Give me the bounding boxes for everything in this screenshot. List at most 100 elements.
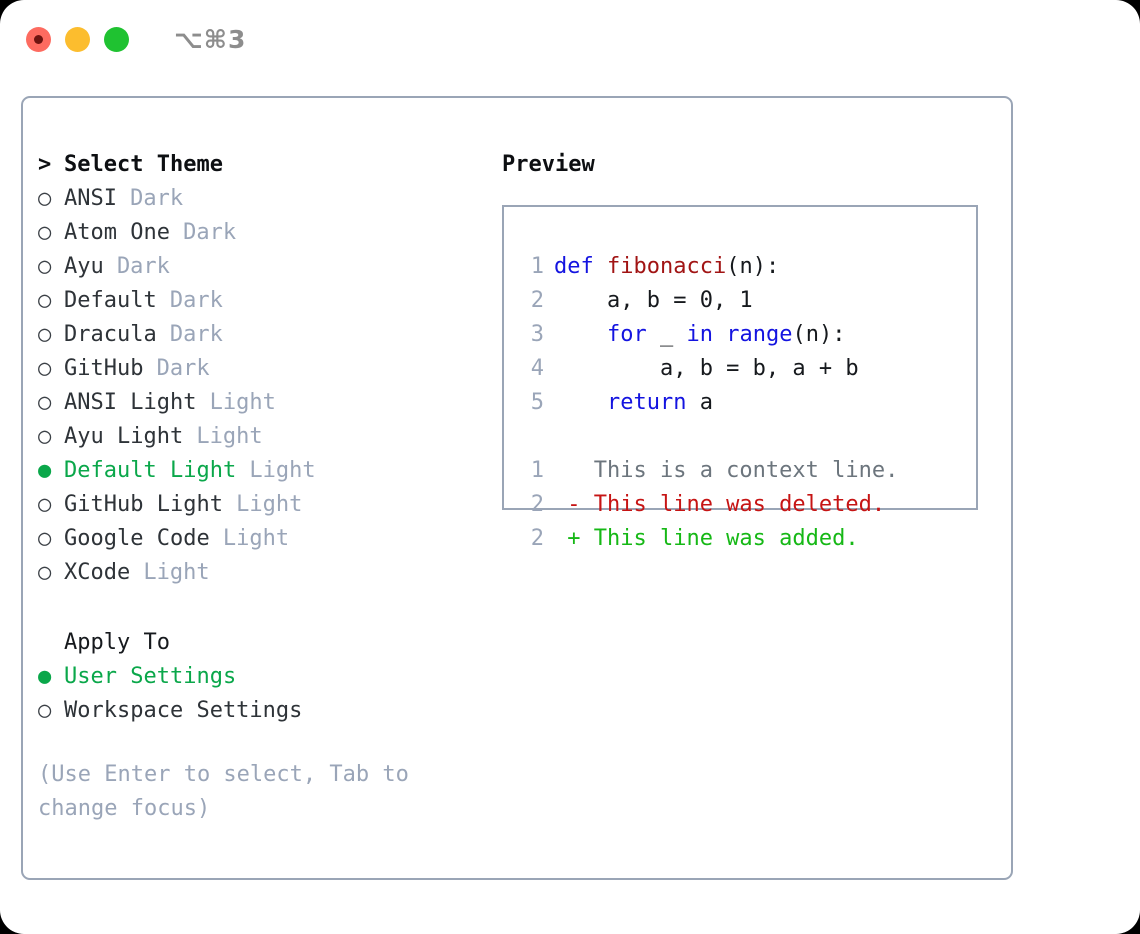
cursor-caret-icon: > [38, 152, 52, 177]
diff-line: 1 This is a context line. [518, 454, 899, 488]
code-token [713, 322, 726, 347]
theme-name-label: XCode [64, 560, 131, 585]
theme-variant-tag: Dark [169, 288, 223, 313]
select-theme-header: > Select Theme [38, 148, 488, 182]
code-line-number: 3 [530, 322, 544, 347]
diff-line-group: 1 This is a context line.2 - This line w… [518, 454, 899, 556]
code-line: 4 a, b = b, a + b [518, 352, 898, 386]
radio-unselected-icon: ○ [38, 698, 52, 723]
maximize-window-button[interactable] [104, 26, 129, 52]
theme-name-label: GitHub Light [64, 492, 223, 517]
radio-unselected-icon: ○ [38, 186, 52, 211]
code-token: a, b = b, a + b [554, 356, 859, 381]
theme-name-label: Default Light [64, 458, 237, 483]
diff-line: 2 + This line was added. [518, 522, 898, 556]
radio-unselected-icon: ○ [38, 424, 52, 449]
keyboard-hint: (Use Enter to select, Tab to change focu… [38, 758, 438, 826]
code-line: 5 return a [518, 386, 898, 420]
theme-list-item[interactable]: ○ Ayu Light Light [38, 420, 488, 454]
code-blank-line [518, 420, 898, 454]
theme-variant-tag: Light [196, 424, 263, 449]
theme-name-label: GitHub [64, 356, 144, 381]
diff-line-text: - This line was deleted. [554, 492, 886, 517]
apply-to-option[interactable]: ●User Settings [38, 660, 488, 694]
theme-name-label: Google Code [64, 526, 210, 551]
diff-line-number: 2 [530, 492, 544, 517]
theme-variant-tag: Light [209, 390, 276, 415]
theme-name-label: Ayu Light [64, 424, 184, 449]
theme-variant-tag: Dark [169, 322, 223, 347]
theme-list-item[interactable]: ○ Ayu Dark [38, 250, 488, 284]
traffic-light-group [26, 26, 129, 52]
apply-to-header: Apply To [38, 626, 488, 660]
code-line-number: 2 [530, 288, 544, 313]
code-token: range [726, 322, 793, 347]
diff-line-number: 1 [530, 458, 544, 483]
theme-variant-tag: Light [236, 492, 303, 517]
code-token [594, 254, 607, 279]
diff-line-text: This is a context line. [554, 458, 899, 483]
window-shortcut-label: ⌥⌘3 [174, 24, 247, 54]
diff-line-text: + This line was added. [554, 526, 859, 551]
radio-unselected-icon: ○ [38, 492, 52, 517]
theme-name-label: Atom One [64, 220, 170, 245]
title-bar: ⌥⌘3 [0, 0, 1140, 78]
select-theme-title: Select Theme [64, 152, 223, 177]
theme-list-item[interactable]: ○ ANSI Light Light [38, 386, 488, 420]
apply-to-label: Workspace Settings [64, 698, 303, 723]
apply-to-label: User Settings [64, 664, 237, 689]
code-token: for [606, 322, 647, 347]
keyboard-hint-line-2: change focus) [38, 796, 211, 821]
theme-list-item[interactable]: ○ GitHub Light Light [38, 488, 488, 522]
theme-list-item[interactable]: ○ ANSI Dark [38, 182, 488, 216]
apply-to-list: ●User Settings ○ Workspace Settings [38, 660, 488, 728]
theme-name-label: Ayu [64, 254, 104, 279]
apply-to-option[interactable]: ○ Workspace Settings [38, 694, 488, 728]
radio-unselected-icon: ○ [38, 254, 52, 279]
radio-unselected-icon: ○ [38, 220, 52, 245]
radio-unselected-icon: ○ [38, 526, 52, 551]
radio-unselected-icon: ○ [38, 356, 52, 381]
theme-variant-tag: Dark [116, 254, 170, 279]
radio-unselected-icon: ○ [38, 390, 52, 415]
code-line: 2 a, b = 0, 1 [518, 284, 898, 318]
code-line-number: 1 [530, 254, 544, 279]
code-token: (n): [792, 322, 846, 347]
radio-unselected-icon: ○ [38, 288, 52, 313]
code-token: a, b = 0, 1 [554, 288, 753, 313]
code-line: 3 for _ in range(n): [518, 318, 898, 352]
close-window-button[interactable] [26, 26, 51, 52]
theme-name-label: ANSI [64, 186, 117, 211]
code-token: in [686, 322, 713, 347]
keyboard-hint-line-1: (Use Enter to select, Tab to [38, 762, 409, 787]
radio-unselected-icon: ○ [38, 322, 52, 347]
diff-line: 2 - This line was deleted. [518, 488, 898, 522]
theme-variant-tag: Dark [130, 186, 184, 211]
theme-list-item[interactable]: ○ Dracula Dark [38, 318, 488, 352]
code-line-number: 4 [530, 356, 544, 381]
code-token: _ [646, 322, 687, 347]
section-spacer [38, 590, 488, 626]
radio-selected-icon: ● [38, 458, 52, 483]
theme-name-label: Dracula [64, 322, 157, 347]
minimize-window-button[interactable] [65, 26, 90, 52]
code-token: a [686, 390, 713, 415]
apply-to-title: Apply To [64, 630, 170, 655]
code-token: def [554, 254, 594, 279]
preview-title: Preview [502, 152, 595, 177]
code-line-number: 5 [530, 390, 544, 415]
theme-name-label: ANSI Light [64, 390, 197, 415]
